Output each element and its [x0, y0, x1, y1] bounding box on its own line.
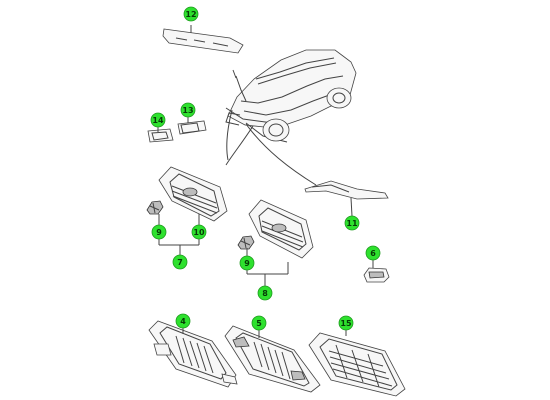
- part-4-grille: [148, 320, 238, 388]
- svg-text:15: 15: [340, 319, 352, 328]
- part-5-grille: [224, 325, 321, 393]
- callout-14: 14: [150, 112, 166, 128]
- callout-10: 10: [191, 224, 207, 240]
- callout-13: 13: [180, 102, 196, 118]
- svg-text:6: 6: [370, 249, 376, 258]
- part-12-panel: [162, 25, 244, 54]
- part-6-emblem: [363, 259, 390, 283]
- callout-9b: 9: [239, 255, 255, 271]
- vehicle-illustration: [225, 49, 357, 186]
- svg-text:12: 12: [185, 10, 196, 19]
- callout-4: 4: [175, 313, 191, 329]
- svg-text:5: 5: [256, 319, 262, 328]
- svg-text:7: 7: [177, 258, 183, 267]
- callout-12: 12: [183, 6, 199, 22]
- leader-11: [350, 197, 353, 217]
- svg-text:4: 4: [180, 317, 186, 326]
- svg-text:13: 13: [182, 106, 193, 115]
- callout-5: 5: [251, 315, 267, 331]
- part-13-bar: [177, 116, 207, 135]
- svg-text:9: 9: [156, 228, 162, 237]
- callout-11: 11: [344, 215, 360, 231]
- svg-text:14: 14: [152, 116, 164, 125]
- svg-text:10: 10: [193, 228, 205, 237]
- svg-text:8: 8: [262, 289, 268, 298]
- part-11-moulding: [304, 180, 389, 217]
- svg-text:9: 9: [244, 259, 250, 268]
- part-14-bar: [147, 126, 174, 143]
- callout-8: 8: [257, 285, 273, 301]
- callout-15: 15: [338, 315, 354, 331]
- grille-assembly-8: [237, 199, 314, 286]
- part-15-grille: [308, 330, 406, 397]
- grille-assembly-7: [146, 166, 228, 255]
- callout-6: 6: [365, 245, 381, 261]
- callout-7: 7: [172, 254, 188, 270]
- callout-9a: 9: [151, 224, 167, 240]
- svg-text:11: 11: [346, 219, 358, 228]
